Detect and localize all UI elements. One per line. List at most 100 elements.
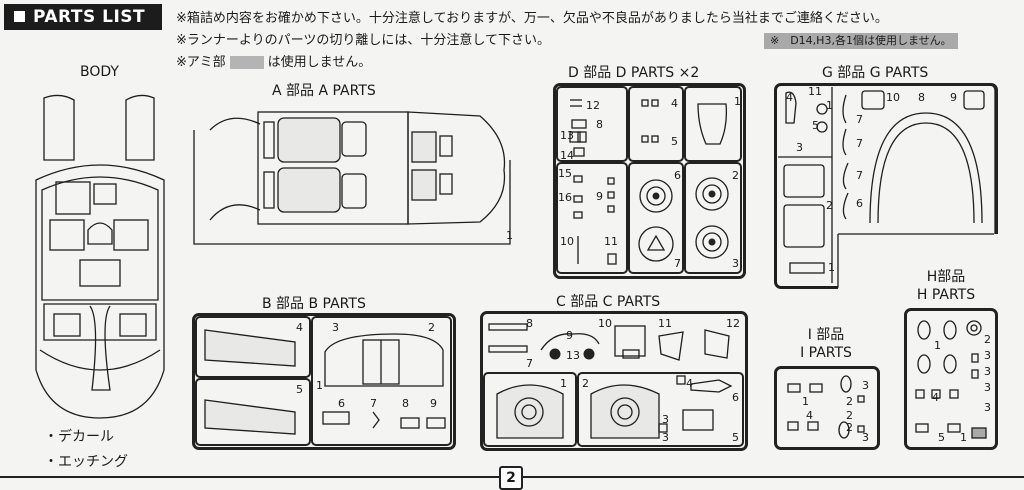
b-num-7: 7 — [370, 397, 377, 410]
h-num-3b: 3 — [984, 365, 991, 378]
i-num-1: 1 — [802, 395, 809, 408]
d-num-14: 14 — [560, 149, 574, 162]
mesh-swatch — [229, 56, 264, 69]
h-num-3a: 3 — [984, 349, 991, 362]
unused-parts-note: ※ D14,H3,各1個は使用しません。 — [764, 33, 958, 49]
d-num-12: 12 — [586, 99, 600, 112]
h-num-2: 2 — [984, 333, 991, 346]
i-num-2c: 2 — [846, 421, 853, 434]
d-cell-2 — [628, 86, 684, 162]
d-num-16: 16 — [558, 191, 572, 204]
h-parts-frame — [904, 308, 998, 450]
i-parts-frame — [774, 366, 880, 450]
b-num-2: 2 — [428, 321, 435, 334]
header-title: PARTS LIST — [33, 7, 146, 27]
i-parts-drawing — [787, 375, 865, 439]
d-cell-1 — [556, 86, 628, 162]
g-num-7a: 7 — [856, 113, 863, 126]
b-parts-title: B 部品 B PARTS — [262, 296, 366, 312]
c-num-5: 5 — [732, 431, 739, 444]
b-num-5: 5 — [296, 383, 303, 396]
c-num-2: 2 — [582, 377, 589, 390]
i-parts-title-jp: I 部品 — [807, 327, 845, 343]
b-num-9: 9 — [430, 397, 437, 410]
b-num-4: 4 — [296, 321, 303, 334]
note-line-3-prefix: ※アミ部 — [176, 55, 226, 70]
g-num-11: 11 — [808, 85, 822, 98]
c-num-6: 6 — [732, 391, 739, 404]
c-num-7: 7 — [526, 357, 533, 370]
a-num-1: 1 — [506, 229, 513, 242]
c-num-4: 4 — [686, 377, 693, 390]
page-number: 2 — [499, 466, 523, 490]
note-line-2: ※ランナーよりのパーツの切り離しには、十分注意して下さい。 — [176, 33, 550, 48]
d-parts-drawing — [569, 99, 729, 265]
note-line-3: ※アミ部 は使用しません。 — [176, 54, 371, 72]
d-num-6: 6 — [674, 169, 681, 182]
g-num-8: 8 — [918, 91, 925, 104]
c-num-3b: 3 — [662, 431, 669, 444]
decal-item: ・デカール — [44, 429, 114, 445]
d-parts-title: D 部品 D PARTS ×2 — [568, 65, 700, 81]
i-num-2a: 2 — [846, 395, 853, 408]
d-num-3: 3 — [732, 257, 739, 270]
d-num-9: 9 — [596, 190, 603, 203]
d-num-5: 5 — [671, 135, 678, 148]
c-num-1: 1 — [560, 377, 567, 390]
g-parts-outline — [775, 84, 996, 288]
d-num-10: 10 — [560, 235, 574, 248]
h-num-3d: 3 — [984, 401, 991, 414]
i-num-2b: 2 — [846, 409, 853, 422]
b-num-6: 6 — [338, 397, 345, 410]
d-num-4: 4 — [671, 97, 678, 110]
h-parts-drawing — [915, 320, 987, 439]
note-line-3-suffix: は使用しません。 — [267, 55, 372, 70]
d-num-11: 11 — [604, 235, 618, 248]
d-num-7: 7 — [674, 257, 681, 270]
g-parts-title: G 部品 G PARTS — [822, 65, 929, 81]
g-num-1b: 1 — [828, 261, 835, 274]
g-num-7c: 7 — [856, 169, 863, 182]
b-num-1: 1 — [316, 379, 323, 392]
i-parts-title-en: I PARTS — [800, 345, 852, 361]
g-num-6: 6 — [856, 197, 863, 210]
b-num-3: 3 — [332, 321, 339, 334]
parts-list-header: PARTS LIST — [4, 4, 162, 30]
d-cell-5 — [628, 162, 684, 274]
g-num-7b: 7 — [856, 137, 863, 150]
c-num-13: 13 — [566, 349, 580, 362]
c-parts-title: C 部品 C PARTS — [556, 294, 661, 310]
d-num-2: 2 — [732, 169, 739, 182]
c-num-11: 11 — [658, 317, 672, 330]
c-num-8: 8 — [526, 317, 533, 330]
d-cell-6 — [684, 162, 742, 274]
i-num-3b: 3 — [862, 431, 869, 444]
c-parts-drawing — [488, 323, 733, 439]
d-num-15: 15 — [558, 167, 572, 180]
d-num-13: 13 — [560, 129, 574, 142]
b-num-8: 8 — [402, 397, 409, 410]
g-num-9: 9 — [950, 91, 957, 104]
d-num-1: 1 — [734, 95, 741, 108]
etching-item: ・エッチング — [44, 454, 128, 470]
g-num-5: 5 — [812, 119, 819, 132]
body-shell-drawing — [35, 94, 165, 419]
g-num-3: 3 — [796, 141, 803, 154]
i-num-4: 4 — [806, 409, 813, 422]
h-parts-title-en: H PARTS — [916, 287, 976, 303]
i-num-3: 3 — [862, 379, 869, 392]
h-num-1b: 1 — [960, 431, 967, 444]
body-title: BODY — [80, 64, 119, 80]
h-num-4: 4 — [932, 391, 939, 404]
d-num-8: 8 — [596, 118, 603, 131]
g-num-2: 2 — [826, 199, 833, 212]
g-num-4: 4 — [786, 91, 793, 104]
h-num-3c: 3 — [984, 381, 991, 394]
h-parts-title-jp: H部品 — [926, 269, 966, 285]
note-line-1: ※箱詰め内容をお確かめ下さい。十分注意しておりますが、万一、欠品や不良品がありま… — [176, 11, 888, 26]
g-frame-cutout — [838, 234, 1002, 290]
c-num-12: 12 — [726, 317, 740, 330]
h-num-5: 5 — [938, 431, 945, 444]
h-num-1a: 1 — [934, 339, 941, 352]
c-num-10: 10 — [598, 317, 612, 330]
